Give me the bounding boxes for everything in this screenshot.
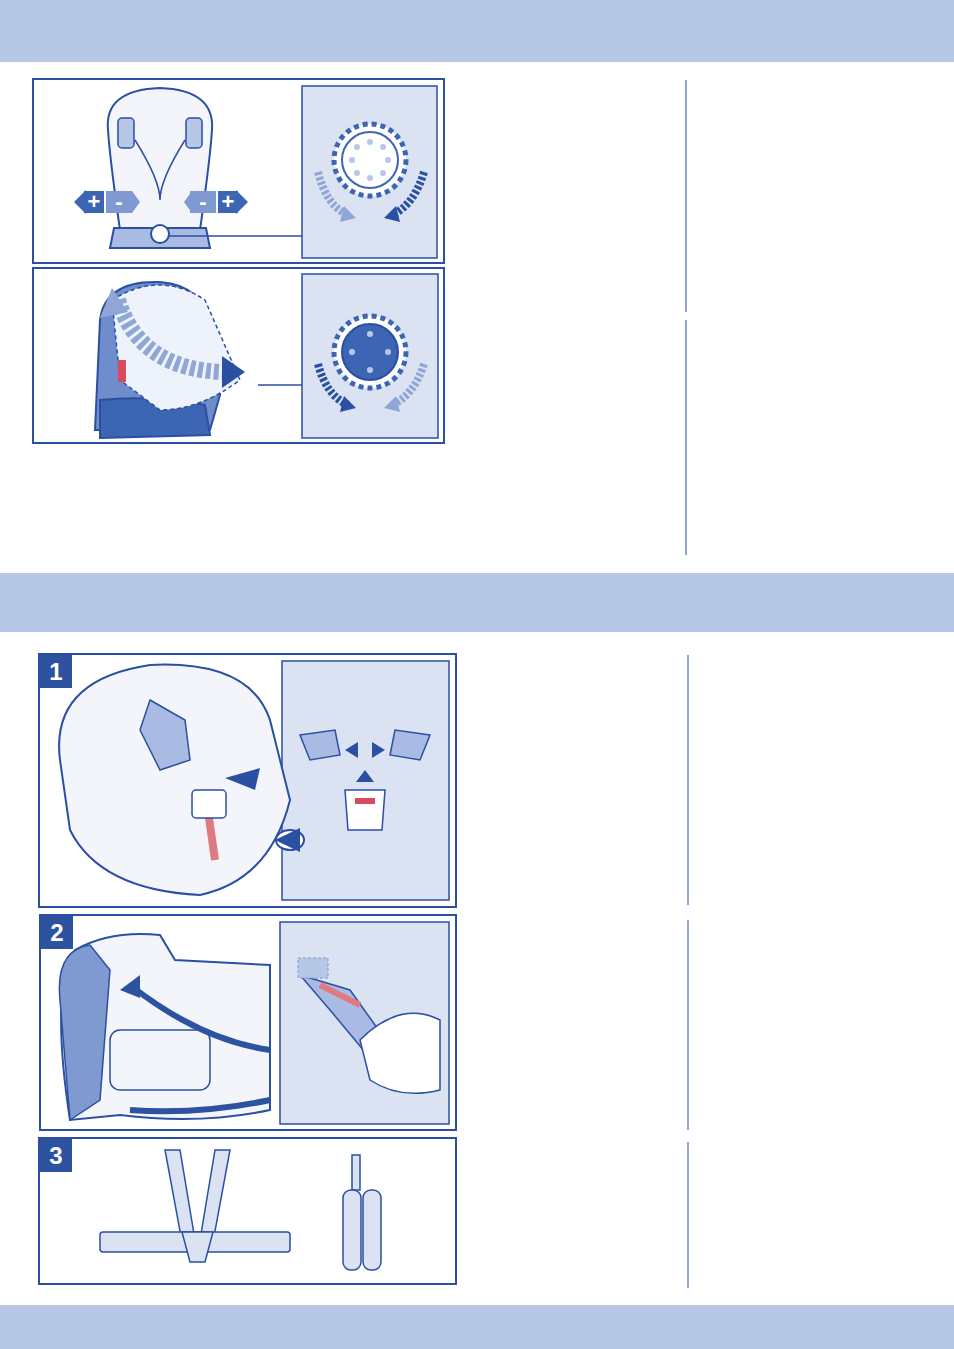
panel-step-2	[40, 915, 456, 1130]
minus-sign: -	[190, 191, 216, 213]
callout-number: 2	[41, 916, 73, 949]
plus-sign: +	[218, 191, 238, 213]
header-band	[0, 0, 954, 62]
minus-sign: -	[106, 191, 132, 213]
callout-badge	[40, 655, 72, 688]
footer-band	[0, 1305, 954, 1349]
callout-number: 1	[40, 655, 72, 688]
plus-sign: +	[84, 191, 104, 213]
callout-badge	[41, 916, 73, 949]
panel-step-1	[39, 654, 456, 907]
panel-step-3	[39, 1138, 456, 1284]
panel-harness-width	[33, 79, 444, 263]
callout-number: 3	[40, 1139, 72, 1172]
column-dividers	[686, 80, 688, 1288]
callout-badge	[40, 1139, 72, 1172]
section-band	[0, 573, 954, 632]
panel-harness-tension	[33, 268, 444, 443]
